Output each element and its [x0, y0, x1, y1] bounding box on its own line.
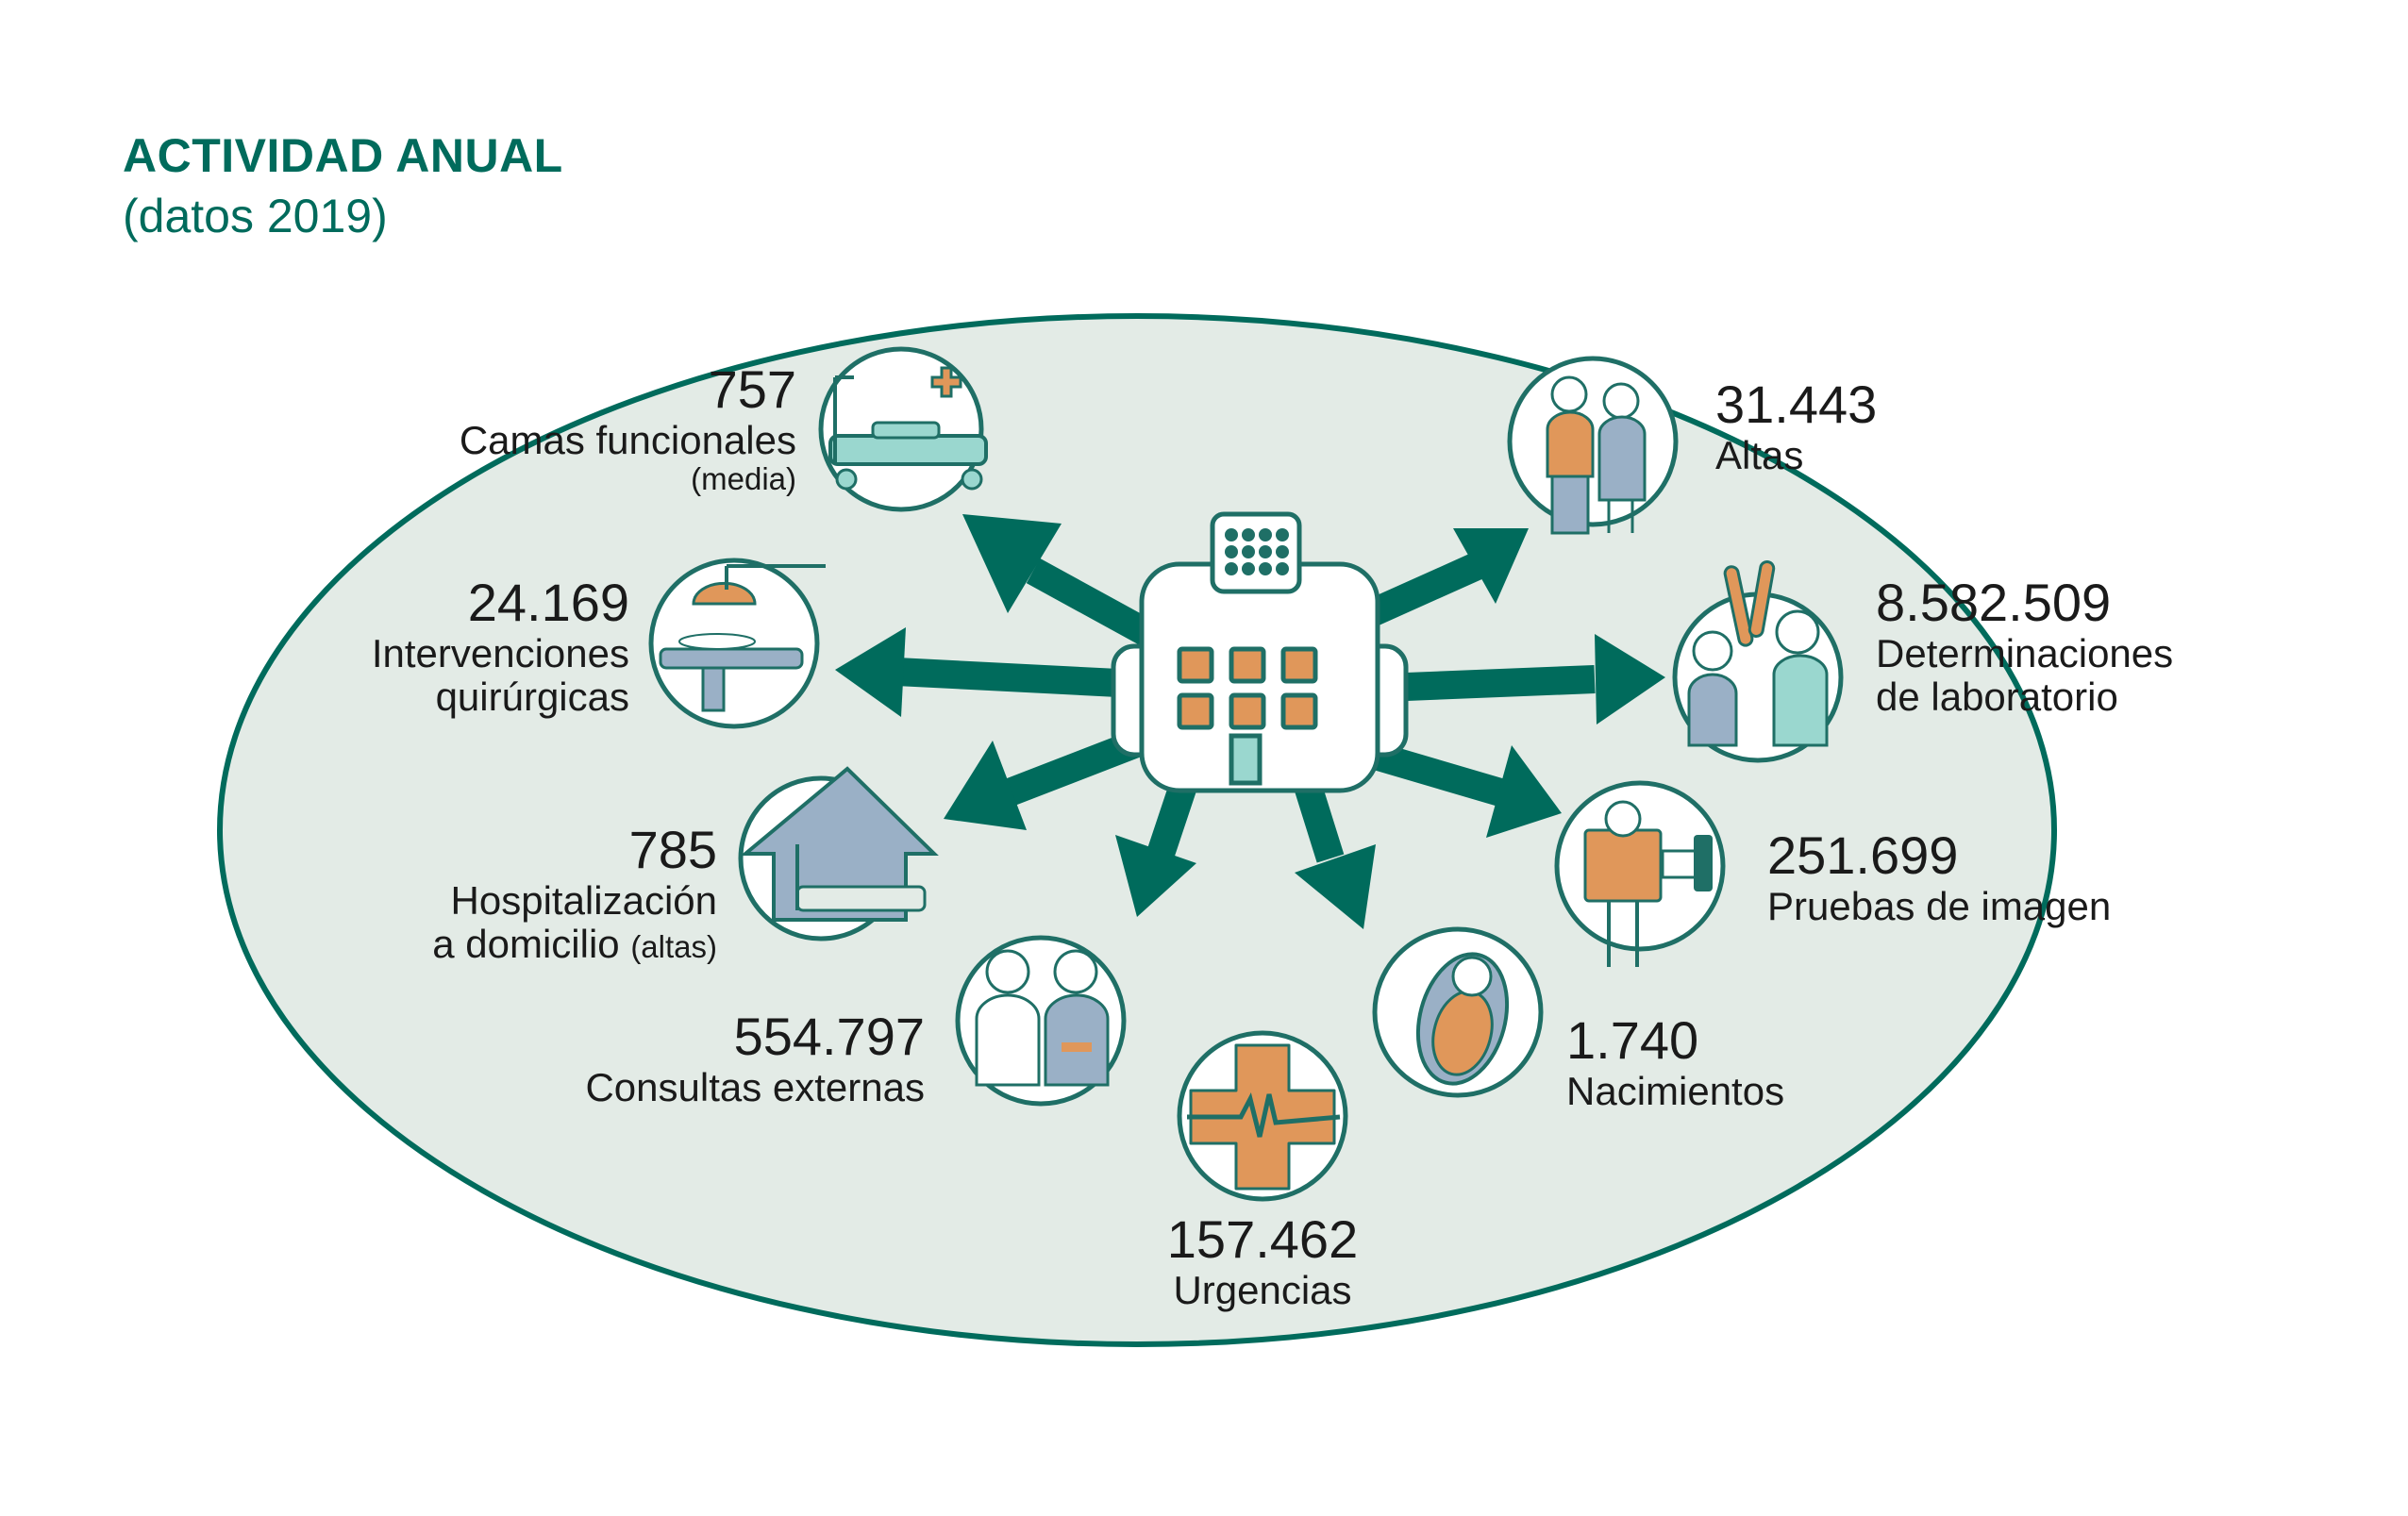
- text-laboratorio-1: Determinaciones: [1876, 630, 2174, 675]
- label-consultas: 554.797 Consultas externas: [585, 1008, 925, 1109]
- discharge-people-icon: [1507, 356, 1679, 535]
- value-laboratorio: 8.582.509: [1876, 573, 2112, 632]
- text-laboratorio-2: de laboratorio: [1876, 674, 2118, 719]
- xray-icon: [1554, 780, 1726, 967]
- background-oval: [217, 313, 2057, 1347]
- text-imagen: Pruebas de imagen: [1767, 883, 2112, 928]
- lab-tubes-icon: [1672, 560, 1844, 763]
- label-camas: 757 Camas funcionales (media): [460, 360, 796, 496]
- arrow-intervenciones: [835, 627, 1138, 717]
- newborn-icon: [1372, 926, 1544, 1098]
- text-hospitalizacion-2: a domicilio: [432, 921, 620, 966]
- hospital-bed-icon: [818, 346, 988, 512]
- text-intervenciones-1: Intervenciones: [371, 630, 629, 675]
- label-altas: 31.443 Altas: [1715, 375, 1877, 477]
- value-imagen: 251.699: [1767, 825, 1959, 885]
- doctor-patient-icon: [955, 935, 1127, 1107]
- label-urgencias: 157.462 Urgencias: [1102, 1210, 1423, 1312]
- text-altas: Altas: [1715, 432, 1804, 477]
- page-subtitle: (datos 2019): [123, 190, 388, 242]
- value-camas: 757: [708, 359, 796, 419]
- surgery-table-icon: [648, 558, 826, 729]
- hospital-building-icon: [1111, 511, 1409, 793]
- page-title: ACTIVIDAD ANUAL: [123, 129, 563, 182]
- label-hospitalizacion: 785 Hospitalización a domicilio (altas): [432, 821, 717, 966]
- text-hospitalizacion-1: Hospitalización: [450, 877, 717, 923]
- value-consultas: 554.797: [733, 1007, 925, 1066]
- value-intervenciones: 24.169: [467, 573, 629, 632]
- arrow-consultas: [1115, 778, 1198, 917]
- label-intervenciones: 24.169 Intervenciones quirúrgicas: [372, 574, 629, 719]
- text-nacimientos: Nacimientos: [1566, 1068, 1785, 1113]
- emergency-cross-icon: [1177, 1030, 1348, 1202]
- label-laboratorio: 8.582.509 Determinaciones de laboratorio: [1876, 574, 2173, 719]
- text-camas: Camas funcionales: [459, 417, 796, 462]
- text-consultas: Consultas externas: [585, 1064, 925, 1109]
- label-nacimientos: 1.740 Nacimientos: [1566, 1011, 1784, 1113]
- home-hospitalization-icon: [738, 766, 939, 941]
- value-altas: 31.443: [1715, 375, 1878, 434]
- label-imagen: 251.699 Pruebas de imagen: [1767, 826, 2111, 928]
- text-intervenciones-2: quirúrgicas: [435, 674, 629, 719]
- value-urgencias: 157.462: [1166, 1209, 1359, 1269]
- value-hospitalizacion: 785: [628, 820, 717, 879]
- note-hospitalizacion: (altas): [630, 928, 717, 964]
- note-camas: (media): [691, 460, 796, 496]
- value-nacimientos: 1.740: [1566, 1010, 1699, 1070]
- text-urgencias: Urgencias: [1173, 1267, 1352, 1312]
- arrow-urgencias: [1293, 778, 1376, 929]
